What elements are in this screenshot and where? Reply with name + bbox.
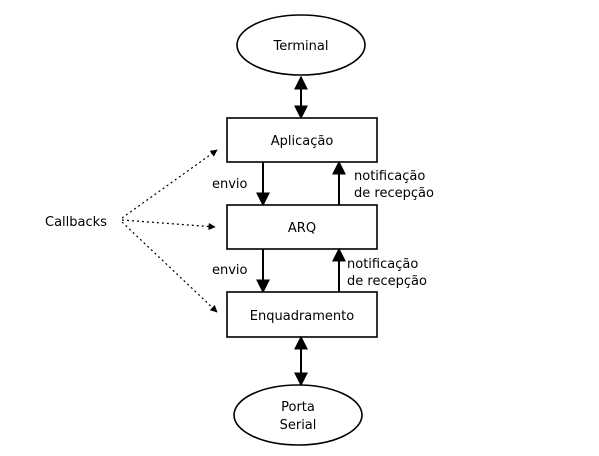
aplicacao-label: Aplicação: [271, 134, 334, 149]
terminal-node: Terminal: [236, 14, 366, 76]
notificacao-label-1-line2: de recepção: [354, 186, 434, 201]
enquadramento-label: Enquadramento: [250, 309, 354, 324]
notificacao-label-1-line1: notificação: [354, 169, 425, 184]
notificacao-label-2-line2: de recepção: [347, 274, 427, 289]
callback-arrow-arq: [121, 219, 216, 231]
porta-label-line2: Serial: [280, 418, 317, 433]
callbacks-label: Callbacks: [45, 215, 107, 230]
arq-layer: ARQ: [226, 204, 378, 250]
aplicacao-layer: Aplicação: [226, 117, 378, 163]
callback-arrow-aplicacao: [121, 149, 218, 219]
notificacao-label-2-line1: notificação: [347, 257, 418, 272]
terminal-label: Terminal: [273, 39, 329, 54]
porta-label-line1: Porta: [281, 400, 315, 415]
envio-label-1: envio: [212, 177, 248, 192]
envio-label-2: envio: [212, 263, 248, 278]
enquadramento-layer: Enquadramento: [226, 291, 378, 338]
porta-serial-node: Porta Serial: [233, 384, 363, 446]
arq-label: ARQ: [288, 221, 316, 236]
callback-arrow-enquadramento: [121, 221, 218, 313]
